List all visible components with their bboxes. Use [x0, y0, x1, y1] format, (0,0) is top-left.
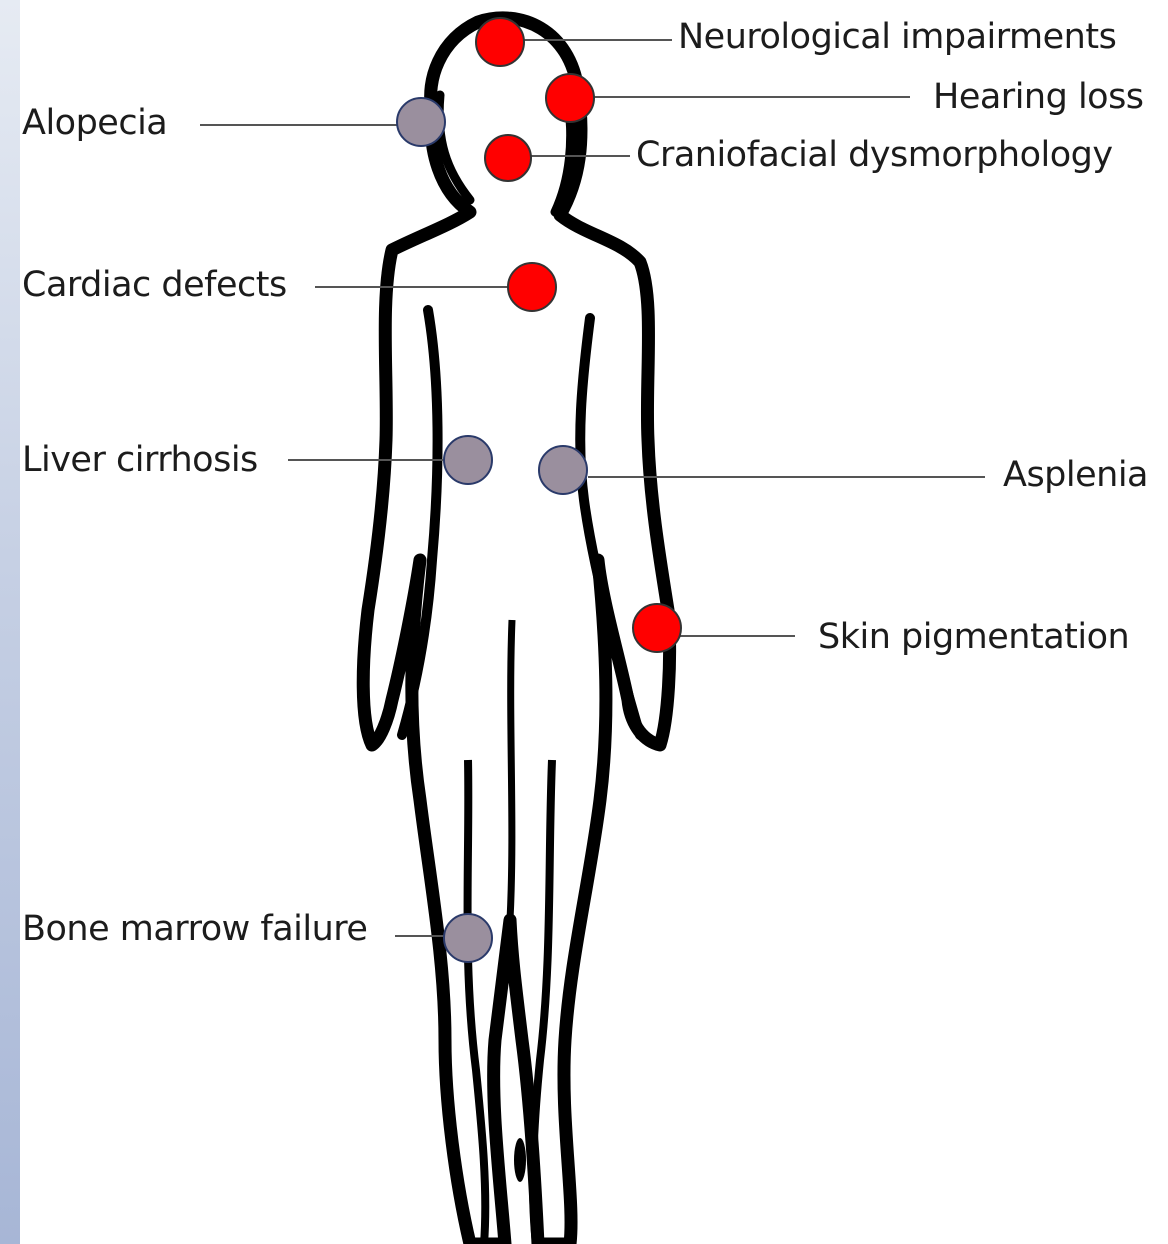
label-liver: Liver cirrhosis — [22, 443, 258, 478]
label-asplenia: Asplenia — [1003, 458, 1148, 493]
label-craniofacial: Craniofacial dysmorphology — [636, 138, 1113, 173]
marker-hearing — [546, 74, 594, 122]
body-outline — [363, 18, 669, 1244]
marker-cardiac — [508, 263, 556, 311]
body-diagram: Neurological impairments Hearing loss Cr… — [20, 0, 1168, 1244]
marker-craniofacial — [485, 135, 531, 181]
label-cardiac: Cardiac defects — [22, 268, 287, 303]
label-neurological: Neurological impairments — [678, 20, 1116, 55]
label-hearing: Hearing loss — [933, 80, 1144, 115]
label-bone-marrow: Bone marrow failure — [22, 912, 367, 947]
label-skin: Skin pigmentation — [818, 620, 1129, 655]
marker-neurological — [476, 18, 524, 66]
marker-bone-marrow — [444, 914, 492, 962]
marker-asplenia — [539, 446, 587, 494]
marker-alopecia — [397, 98, 445, 146]
marker-liver — [444, 436, 492, 484]
marker-skin — [633, 604, 681, 652]
legs-divider — [510, 620, 512, 920]
left-gradient-bar — [0, 0, 20, 1244]
knee-mark — [514, 1138, 526, 1182]
label-alopecia: Alopecia — [22, 106, 167, 141]
